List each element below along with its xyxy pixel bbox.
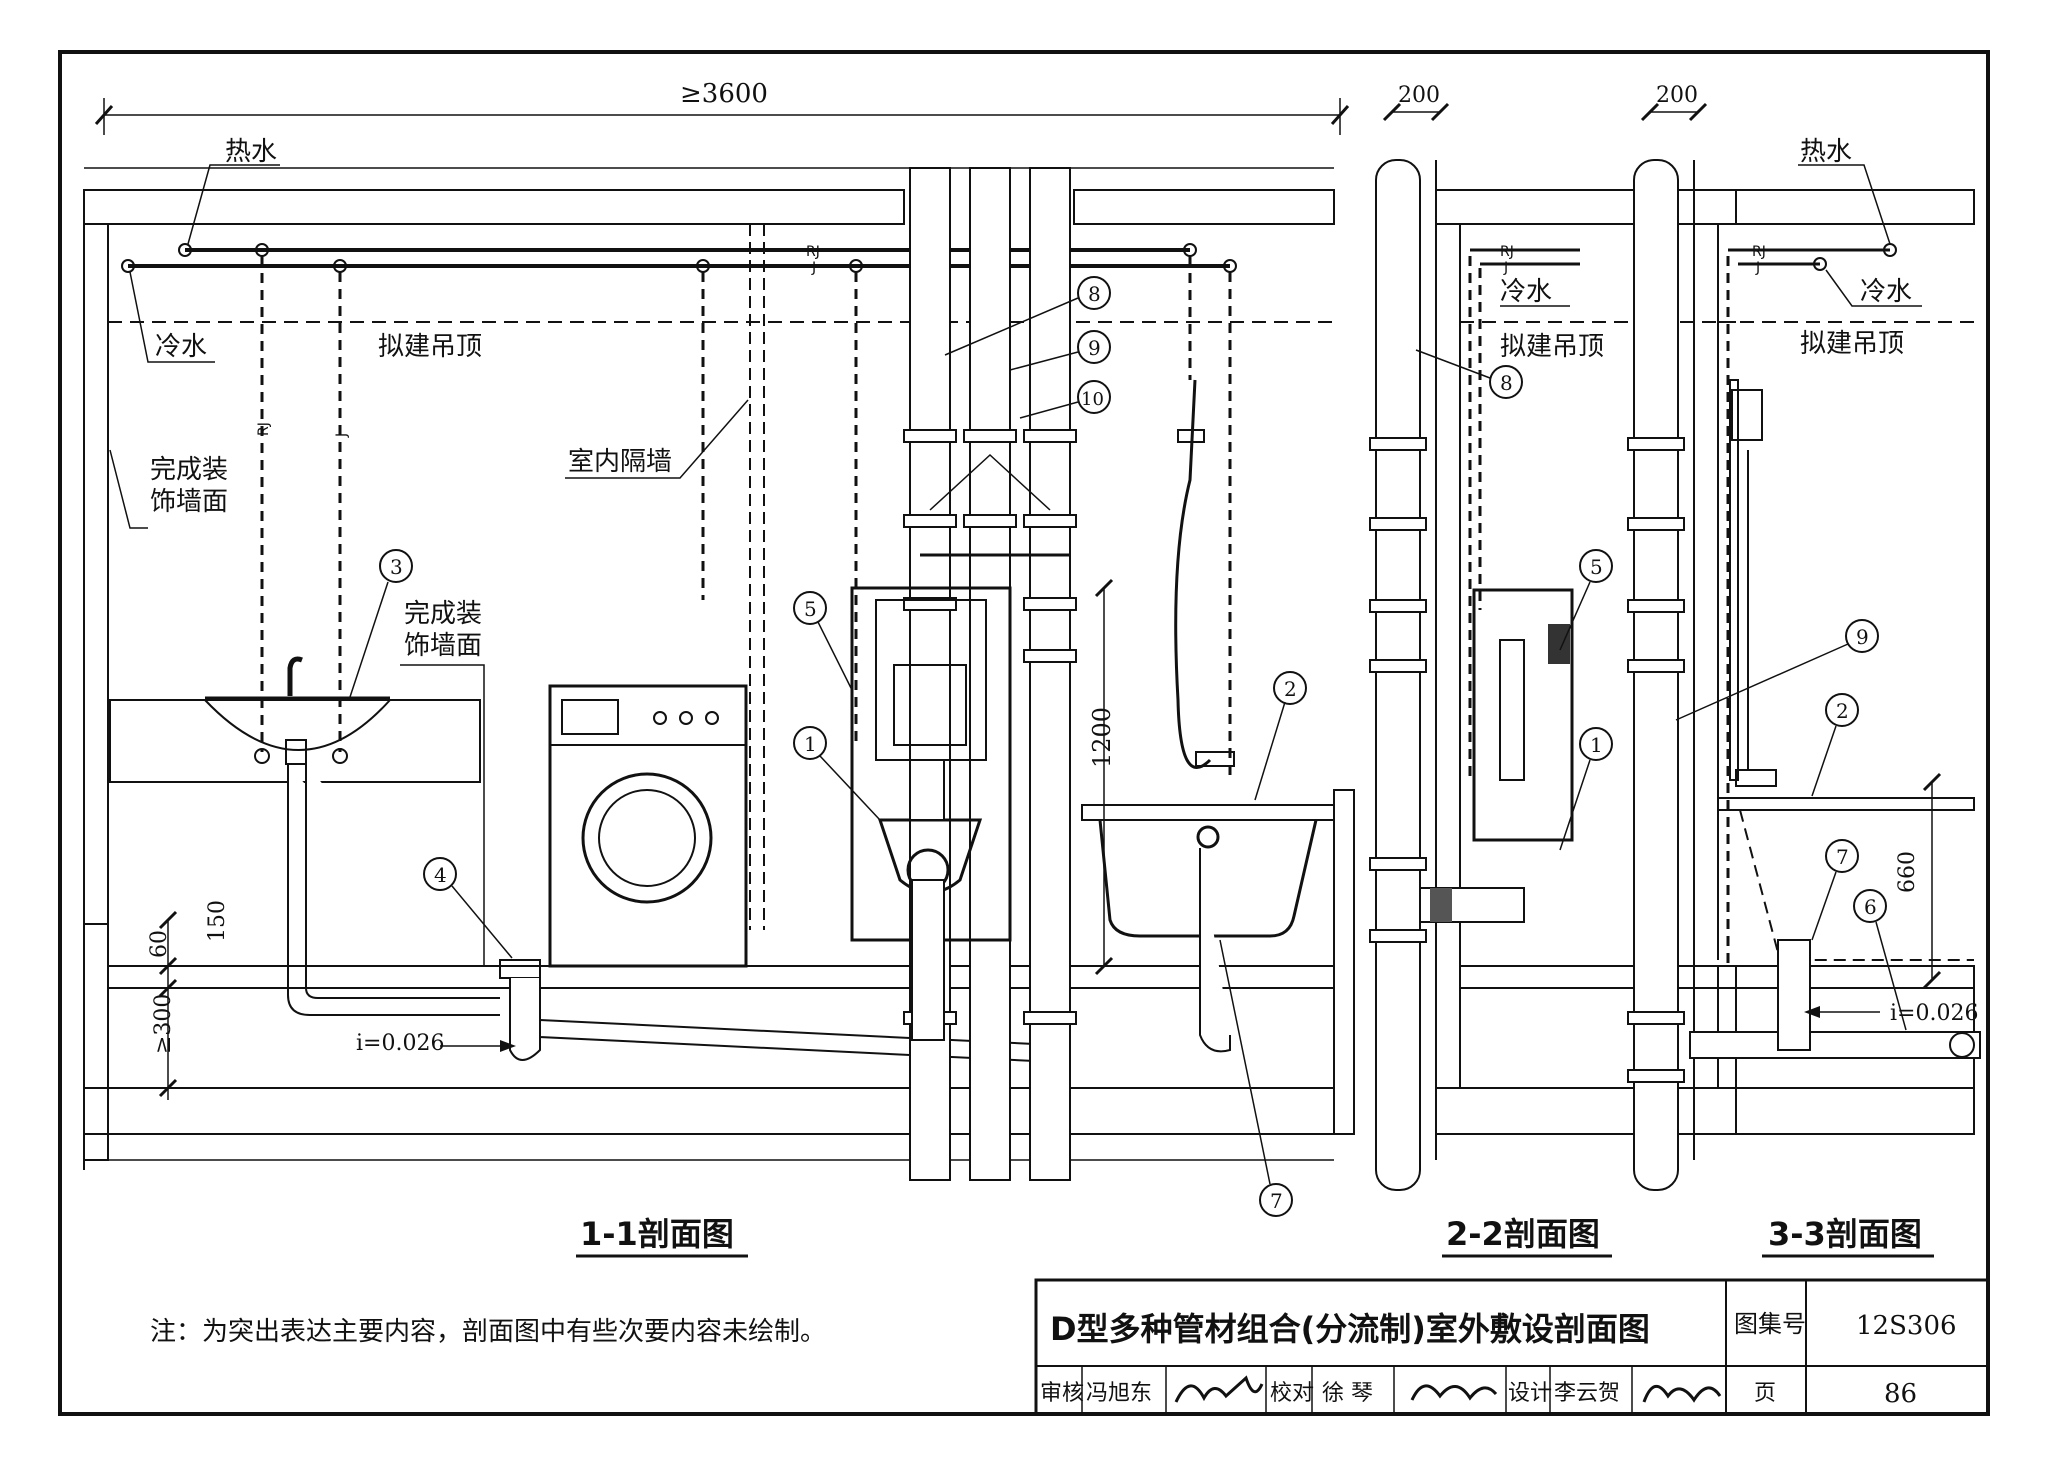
svg-text:8: 8	[1500, 371, 1513, 395]
top-slab-1	[83, 189, 905, 225]
callout-9-b	[1845, 619, 1879, 653]
svg-text:6: 6	[1864, 895, 1877, 919]
dim-150: 150	[205, 900, 230, 942]
label-j-3: J	[1755, 260, 1760, 276]
wash-basin	[204, 699, 391, 751]
label-finished-wall-b: 完成装饰墙面	[404, 599, 482, 661]
note-text: 注：为突出表达主要内容，剖面图中有些次要内容未绘制。	[150, 1317, 826, 1347]
label-hot-water-1: 热水	[225, 137, 277, 167]
review-label: 审核	[1040, 1381, 1084, 1406]
svg-text:3: 3	[390, 555, 403, 579]
checker-signature	[1410, 1384, 1498, 1401]
atlas-label: 图集号	[1734, 1310, 1806, 1338]
label-rj-2: RJ	[1500, 244, 1514, 260]
washing-machine	[548, 684, 748, 968]
dim-sec2-200: 200	[1398, 83, 1440, 108]
check-label: 校对	[1270, 1381, 1314, 1406]
svg-text:2: 2	[1836, 699, 1849, 723]
page-label: 页	[1754, 1381, 1776, 1406]
design-label: 设计	[1508, 1381, 1552, 1406]
section-3-3: 200 热水 RJ J 冷水 拟建吊顶 9	[1627, 83, 1981, 1258]
callout-6	[1853, 889, 1887, 923]
dim-width-total: ≥3600	[680, 79, 768, 109]
dim-60: 60	[147, 930, 172, 958]
callout-8	[1077, 276, 1111, 310]
svg-text:7: 7	[1836, 845, 1849, 869]
dim-sec3-200: 200	[1656, 83, 1698, 108]
reviewer-name: 冯旭东	[1086, 1381, 1152, 1406]
riser-j: J	[334, 433, 350, 438]
section-1-1: ≥3600 RJ J 热水 冷水 拟建吊顶	[83, 79, 1355, 1258]
callout-8-b	[1489, 365, 1523, 399]
svg-text:1: 1	[804, 732, 817, 756]
designer-signature	[1642, 1385, 1722, 1403]
dim-1200: 1200	[1088, 707, 1116, 768]
svg-text:5: 5	[804, 597, 817, 621]
designer-name: 李云贺	[1554, 1381, 1620, 1406]
riser-2	[1375, 159, 1421, 1191]
wc-frame	[850, 586, 1012, 1041]
label-rj-1: RJ	[806, 244, 820, 260]
svg-text:1: 1	[1590, 733, 1603, 757]
reviewer-signature	[1174, 1375, 1264, 1403]
callout-1	[793, 726, 827, 760]
dim-660: 660	[1895, 851, 1920, 893]
page-number: 86	[1884, 1379, 1917, 1409]
dim-300: ≥300	[151, 994, 176, 1054]
title-section-1-1: 1-1剖面图	[580, 1215, 734, 1253]
label-hot-water-3: 热水	[1800, 137, 1852, 167]
riser-rj: RJ	[256, 422, 272, 436]
top-slab-1b	[1073, 189, 1335, 225]
callout-2	[1273, 671, 1307, 705]
label-cold-water-1: 冷水	[155, 332, 207, 362]
label-cold-water-2: 冷水	[1500, 277, 1552, 307]
basin-faucet	[287, 656, 303, 696]
checker-name: 徐 琴	[1322, 1381, 1373, 1406]
section-2-2: 200 RJ J 冷水 拟建吊顶 8 5	[1369, 83, 1737, 1258]
svg-text:2: 2	[1284, 677, 1297, 701]
title-section-3-3: 3-3剖面图	[1768, 1215, 1922, 1253]
riser-3	[1633, 159, 1679, 1191]
label-ceiling-3: 拟建吊顶	[1800, 329, 1904, 359]
label-finished-wall-a: 完成装饰墙面	[150, 455, 228, 517]
label-ceiling-2: 拟建吊顶	[1500, 332, 1604, 362]
atlas-number: 12S306	[1856, 1311, 1957, 1341]
callout-9	[1077, 330, 1111, 364]
svg-text:5: 5	[1590, 555, 1603, 579]
svg-text:9: 9	[1856, 625, 1869, 649]
left-wall-1	[83, 923, 109, 1161]
svg-text:8: 8	[1088, 282, 1101, 306]
callout-2-b	[1825, 693, 1859, 727]
title-main: D型多种管材组合(分流制)室外敷设剖面图	[1050, 1310, 1650, 1348]
label-rj-3: RJ	[1752, 244, 1766, 260]
label-slope-3: i=0.026	[1890, 1001, 1978, 1026]
outer-frame	[58, 50, 1990, 1416]
callout-7-b	[1825, 839, 1859, 873]
callout-7-a	[1259, 1183, 1293, 1217]
label-j-2: J	[1503, 260, 1508, 276]
callout-5-b	[1579, 549, 1613, 583]
label-j-1: J	[811, 260, 816, 276]
svg-text:9: 9	[1088, 336, 1101, 360]
label-slope-1: i=0.026	[356, 1031, 444, 1056]
bathtub	[1081, 804, 1335, 1053]
callout-5	[793, 591, 827, 625]
title-section-2-2: 2-2剖面图	[1446, 1215, 1600, 1253]
label-cold-water-3: 冷水	[1860, 277, 1912, 307]
callout-4	[423, 857, 457, 891]
label-ceiling-1: 拟建吊顶	[378, 332, 482, 362]
callout-3	[379, 549, 413, 583]
callout-10	[1077, 380, 1111, 414]
label-partition: 室内隔墙	[568, 447, 672, 477]
wc-frame-side	[1472, 588, 1574, 842]
svg-text:4: 4	[434, 863, 447, 887]
shower-hose	[1174, 379, 1212, 769]
hot-node	[178, 243, 192, 257]
floor-slab-1	[83, 1087, 1335, 1135]
svg-text:7: 7	[1270, 1189, 1283, 1213]
callout-1-b	[1579, 727, 1613, 761]
title-block: D型多种管材组合(分流制)室外敷设剖面图 图集号 12S306 审核 冯旭东 校…	[1034, 1278, 1990, 1416]
svg-text:10: 10	[1081, 389, 1104, 410]
